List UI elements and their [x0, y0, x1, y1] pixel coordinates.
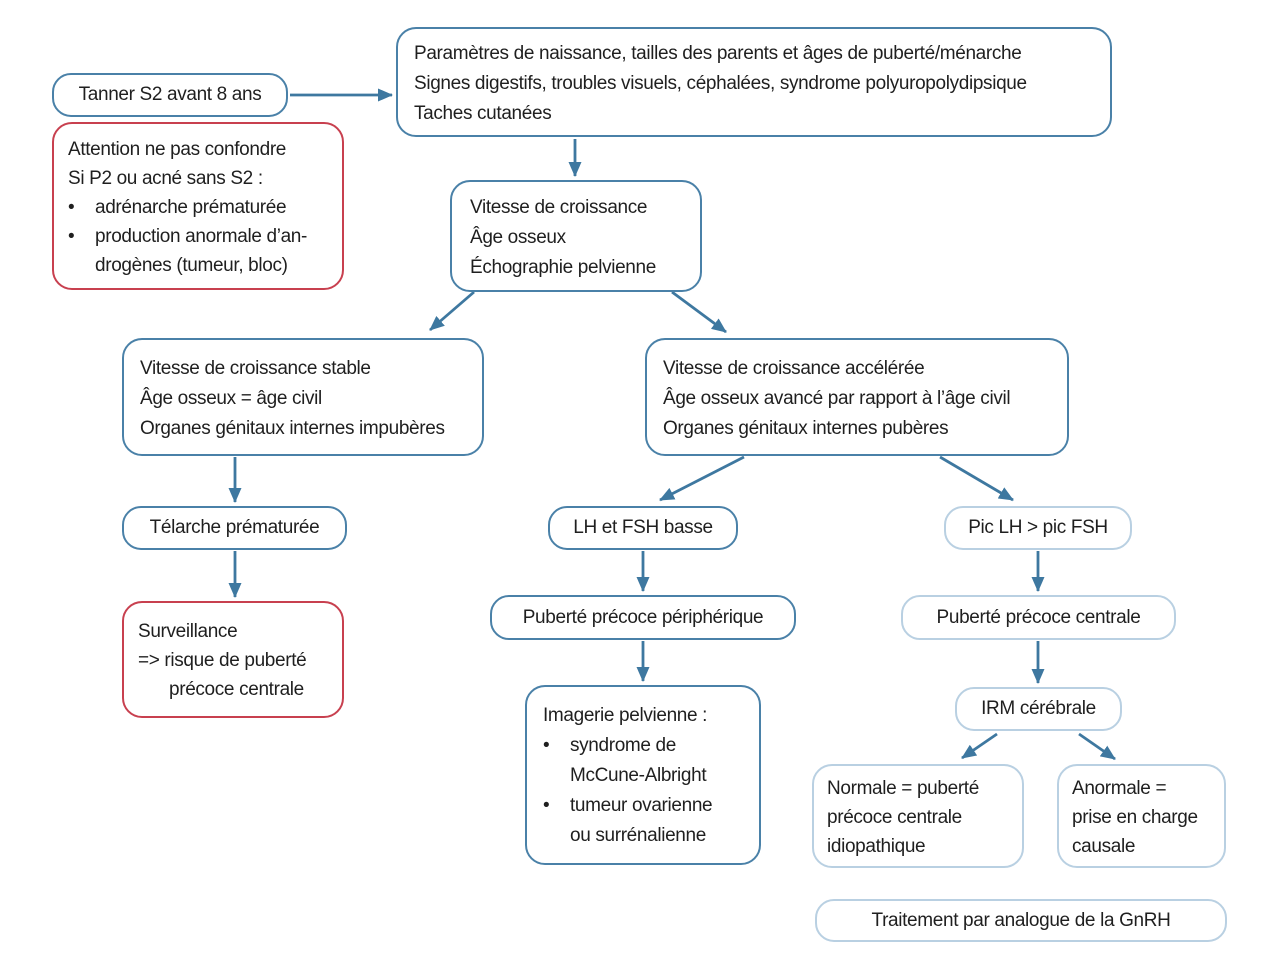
text-line: précoce centrale — [827, 807, 962, 828]
text-line: Si P2 ou acné sans S2 : — [68, 168, 263, 189]
text-line: Attention ne pas confondre — [68, 139, 287, 160]
text-line: Âge osseux avancé par rapport à l’âge ci… — [663, 388, 1011, 409]
bullet-item: • tumeur ovarienne ou surrénalienne — [543, 791, 743, 851]
node-branche-stable: Vitesse de croissance stable Âge osseux … — [122, 338, 484, 456]
arrow-irm-anormale — [1078, 732, 1116, 761]
text-line: Vitesse de croissance — [470, 197, 648, 218]
node-puberte-peripherique: Puberté précoce périphérique — [490, 595, 796, 640]
text-line: tumeur ovarienne — [570, 795, 713, 816]
bullet-marker: • — [68, 226, 75, 247]
node-irm-cerebrale-text: IRM cérébrale — [981, 698, 1096, 719]
bullet-marker: • — [68, 197, 75, 218]
text-line: drogènes (tumeur, bloc) — [95, 255, 288, 276]
node-lh-fsh-basse-text: LH et FSH basse — [573, 517, 713, 538]
node-anamnese: Paramètres de naissance, tailles des par… — [396, 27, 1112, 137]
node-lh-fsh-basse: LH et FSH basse — [548, 506, 738, 550]
node-telarche: Télarche prématurée — [122, 506, 347, 550]
text-line: prise en charge — [1072, 807, 1198, 828]
node-puberte-peripherique-text: Puberté précoce périphérique — [522, 606, 764, 628]
node-tanner: Tanner S2 avant 8 ans — [52, 73, 288, 117]
node-irm-normale: Normale = puberté précoce centrale idiop… — [812, 764, 1024, 868]
text-line: Organes génitaux internes pubères — [663, 418, 949, 439]
text-line: ou surrénalienne — [570, 825, 706, 846]
node-irm-cerebrale: IRM cérébrale — [955, 687, 1122, 731]
text-line: Échographie pelvienne — [470, 257, 656, 278]
node-bilan-initial: Vitesse de croissance Âge osseux Échogra… — [450, 180, 702, 292]
text-line: McCune-Albright — [570, 765, 707, 786]
bullet-item: • syndrome de McCune-Albright — [543, 731, 743, 791]
text-line: Âge osseux = âge civil — [140, 388, 322, 409]
text-line: => risque de puberté — [138, 650, 307, 671]
text-line: Normale = puberté — [827, 778, 979, 799]
text-line: Anormale = — [1072, 778, 1167, 799]
arrow-bilan-stable — [429, 290, 475, 332]
node-branche-acceleree: Vitesse de croissance accélérée Âge osse… — [645, 338, 1069, 456]
text-line: Surveillance — [138, 621, 238, 642]
text-line: Imagerie pelvienne : — [543, 705, 708, 726]
text-line: idiopathique — [827, 836, 926, 857]
node-imagerie-pelvienne: Imagerie pelvienne : • syndrome de McCun… — [525, 685, 761, 865]
text-line: Paramètres de naissance, tailles des par… — [414, 43, 1022, 64]
text-line: Organes génitaux internes impubères — [140, 418, 445, 439]
node-surveillance: Surveillance => risque de puberté précoc… — [122, 601, 344, 718]
arrow-irm-normale — [961, 732, 998, 760]
text-line: production anormale d’an- — [95, 226, 307, 247]
text-line: syndrome de — [570, 735, 676, 756]
node-puberte-centrale-text: Puberté précoce centrale — [936, 606, 1141, 628]
bullet-marker: • — [543, 735, 550, 756]
arrow-acceleree-piclh — [939, 455, 1014, 502]
node-traitement-gnrh-text: Traitement par analogue de la GnRH — [871, 909, 1171, 931]
text-line: adrénarche prématurée — [95, 197, 287, 218]
node-telarche-text: Télarche prématurée — [149, 517, 320, 538]
text-line: Signes digestifs, troubles visuels, céph… — [414, 73, 1027, 94]
node-puberte-centrale: Puberté précoce centrale — [901, 595, 1176, 640]
node-tanner-text: Tanner S2 avant 8 ans — [78, 84, 262, 105]
node-attention-warning: Attention ne pas confondre Si P2 ou acné… — [52, 122, 344, 290]
text-line: Vitesse de croissance stable — [140, 358, 371, 379]
text-line: Vitesse de croissance accélérée — [663, 358, 925, 379]
node-traitement-gnrh: Traitement par analogue de la GnRH — [815, 899, 1227, 942]
text-line: précoce centrale — [169, 679, 304, 700]
bullet-item: • adrénarche prématurée — [68, 193, 328, 222]
node-pic-lh-text: Pic LH > pic FSH — [968, 517, 1108, 538]
bullet-item: • production anormale d’an- drogènes (tu… — [68, 222, 328, 280]
node-pic-lh: Pic LH > pic FSH — [944, 506, 1132, 550]
bullet-marker: • — [543, 795, 550, 816]
text-line: Taches cutanées — [414, 103, 552, 124]
arrow-acceleree-lhfsh — [659, 455, 745, 502]
text-line: causale — [1072, 836, 1136, 857]
text-line: Âge osseux — [470, 227, 566, 248]
arrow-bilan-acceleree — [671, 290, 727, 334]
node-irm-anormale: Anormale = prise en charge causale — [1057, 764, 1226, 868]
